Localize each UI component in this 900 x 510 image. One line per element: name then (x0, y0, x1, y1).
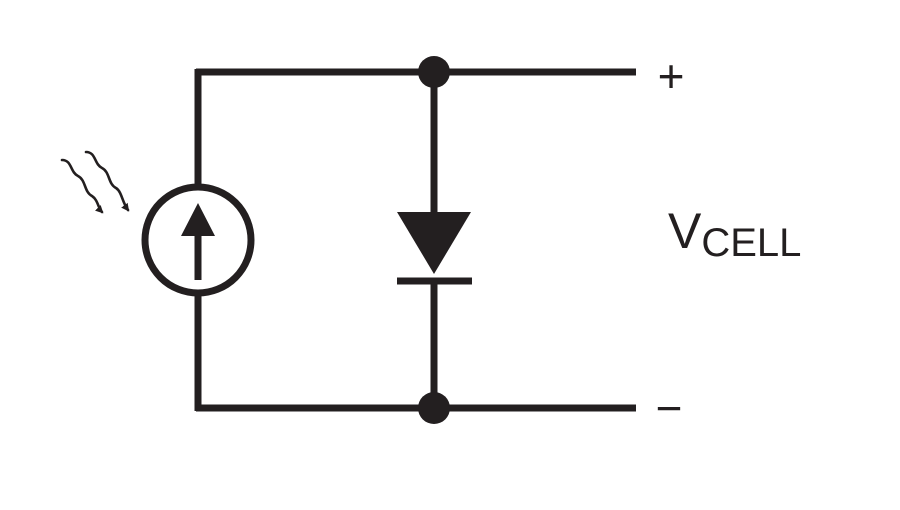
light-rays-icon (60, 150, 130, 214)
top-junction-node (418, 56, 450, 88)
light-ray-1 (60, 158, 104, 214)
voltage-label-subscript: CELL (701, 221, 801, 265)
light-ray-2 (84, 150, 130, 212)
bottom-junction-node (418, 392, 450, 424)
negative-terminal-label: − (656, 382, 683, 434)
circuit-wires (194, 68, 636, 412)
diode-triangle (397, 212, 471, 274)
positive-terminal-label: + (658, 50, 685, 102)
voltage-label-main: V (668, 203, 702, 259)
voltage-label: VCELL (668, 203, 801, 265)
diode (397, 212, 472, 285)
current-source (141, 183, 255, 297)
arrow-up-icon (181, 203, 215, 280)
